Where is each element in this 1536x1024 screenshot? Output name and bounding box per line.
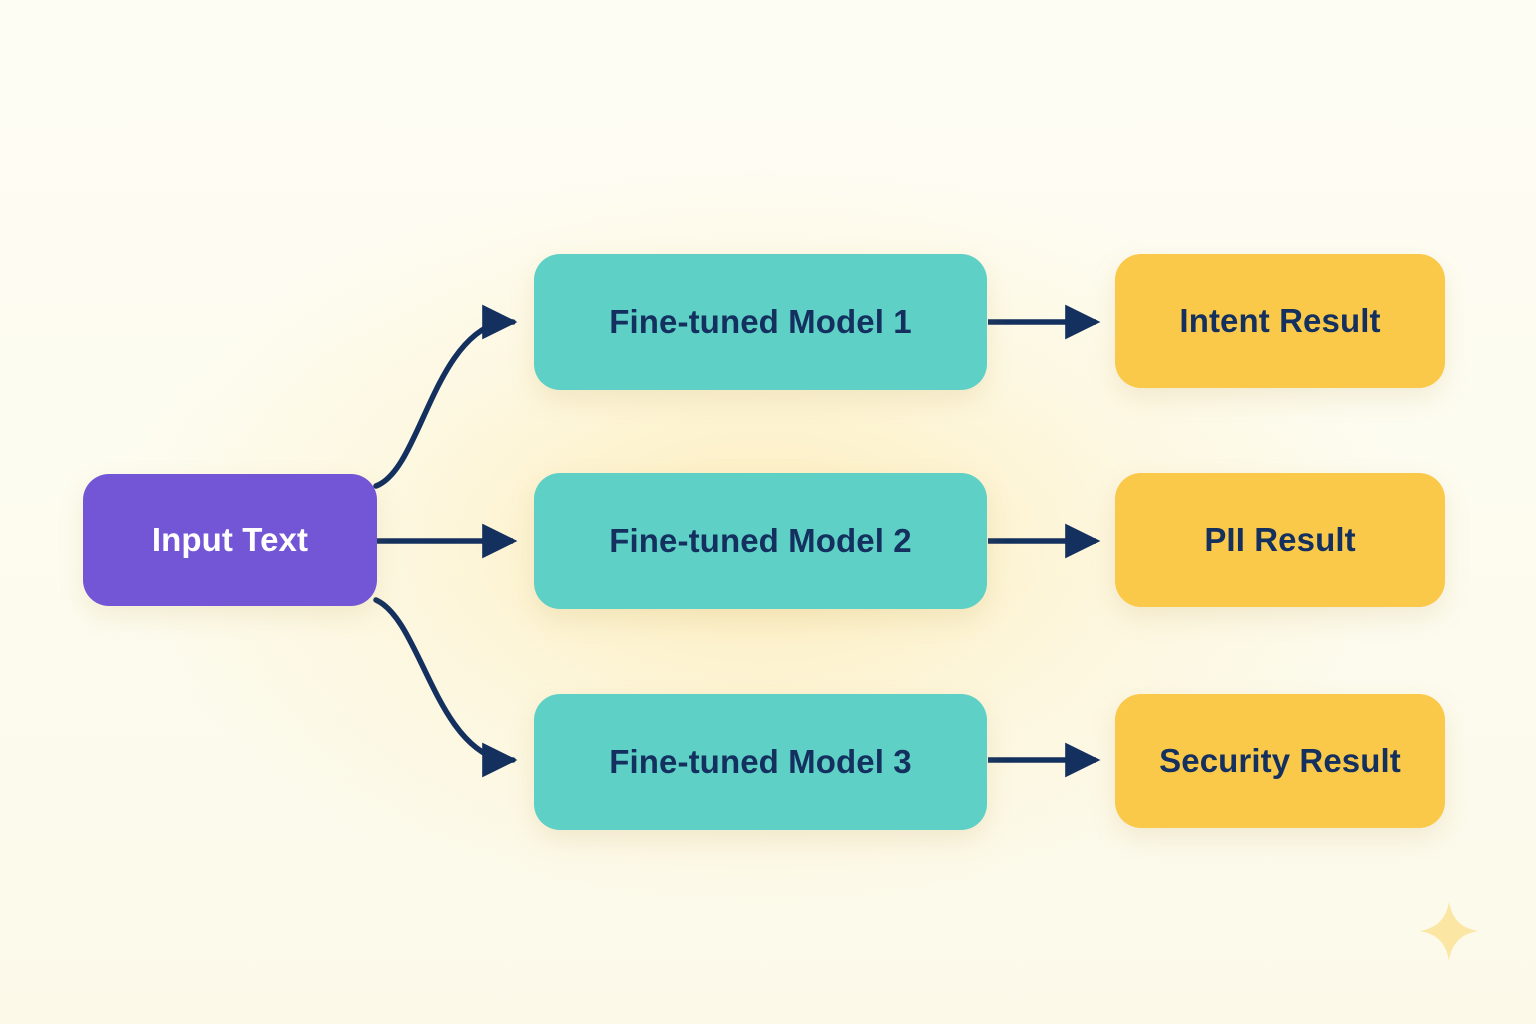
node-input-text-label: Input Text bbox=[151, 520, 309, 558]
node-security-result-label: Security Result bbox=[1159, 741, 1401, 779]
node-pii-result[interactable]: PII Result bbox=[1115, 473, 1445, 607]
edge-input-to-model-3 bbox=[373, 597, 518, 778]
node-fine-tuned-model-3[interactable]: Fine-tuned Model 3 bbox=[534, 694, 987, 830]
node-fine-tuned-model-1-label: Fine-tuned Model 1 bbox=[609, 302, 912, 340]
sparkle-icon bbox=[1419, 901, 1479, 961]
node-intent-result[interactable]: Intent Result bbox=[1115, 254, 1445, 388]
node-fine-tuned-model-1[interactable]: Fine-tuned Model 1 bbox=[534, 254, 987, 390]
node-input-text[interactable]: Input Text bbox=[83, 474, 377, 606]
node-fine-tuned-model-3-label: Fine-tuned Model 3 bbox=[609, 742, 912, 780]
node-pii-result-label: PII Result bbox=[1204, 520, 1356, 558]
node-security-result[interactable]: Security Result bbox=[1115, 694, 1445, 828]
node-intent-result-label: Intent Result bbox=[1179, 301, 1381, 339]
node-fine-tuned-model-2-label: Fine-tuned Model 2 bbox=[609, 521, 912, 559]
node-fine-tuned-model-2[interactable]: Fine-tuned Model 2 bbox=[534, 473, 987, 609]
edge-input-to-model-1 bbox=[373, 304, 518, 489]
